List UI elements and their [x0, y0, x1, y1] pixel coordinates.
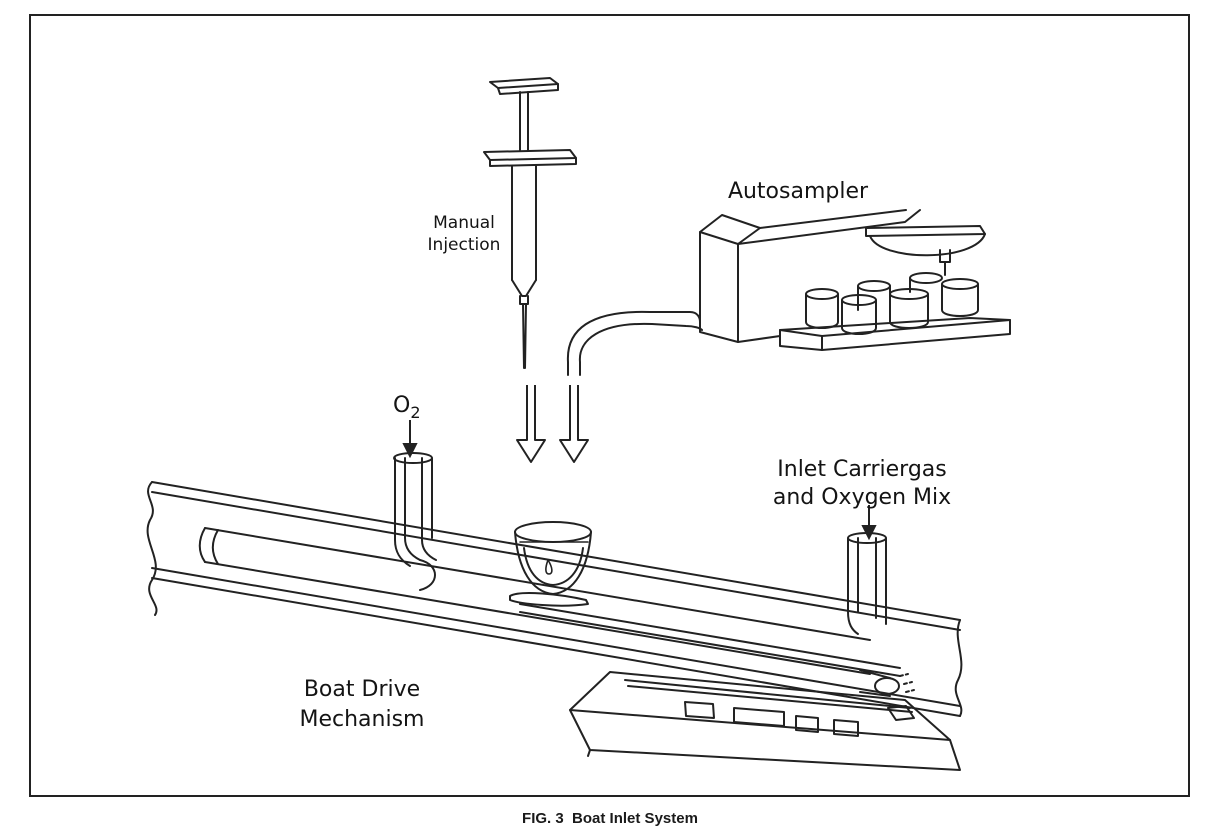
manual-syringe: [483, 77, 577, 369]
injection-arrows: [516, 385, 589, 463]
autosampler-label: Autosampler: [728, 179, 869, 204]
oxygen-label: O2: [393, 393, 421, 422]
boat-drive-label-line1: Boat Drive: [304, 677, 420, 702]
boat-drive-label-line2: Mechanism: [300, 707, 425, 732]
autosampler-arrow: [559, 385, 589, 463]
pointer-arrows: [402, 420, 877, 541]
inlet-label-line1: Inlet Carriergas: [777, 457, 946, 482]
manual-injection-arrow: [516, 385, 546, 463]
boat-drive-mechanism: [569, 671, 961, 771]
inlet-side-arm: [847, 532, 887, 635]
oxygen-label-main: O: [393, 393, 410, 418]
oxygen-label-subscript: 2: [410, 403, 420, 422]
sample-boat: [509, 521, 592, 607]
combustion-tube: [146, 481, 963, 717]
figure-caption: FIG. 3 Boat Inlet System: [522, 810, 698, 827]
oxygen-side-arm: [393, 452, 437, 591]
figure-frame: [29, 14, 1190, 797]
sample-vials: [805, 272, 979, 335]
manual-injection-label-line2: Injection: [428, 235, 501, 255]
control-panel-buttons: [684, 701, 859, 737]
autosampler-unit: [699, 209, 1011, 351]
inlet-label-line2: and Oxygen Mix: [773, 485, 951, 510]
autosampler-tube: [566, 310, 703, 376]
manual-injection-label-line1: Manual: [433, 213, 495, 233]
